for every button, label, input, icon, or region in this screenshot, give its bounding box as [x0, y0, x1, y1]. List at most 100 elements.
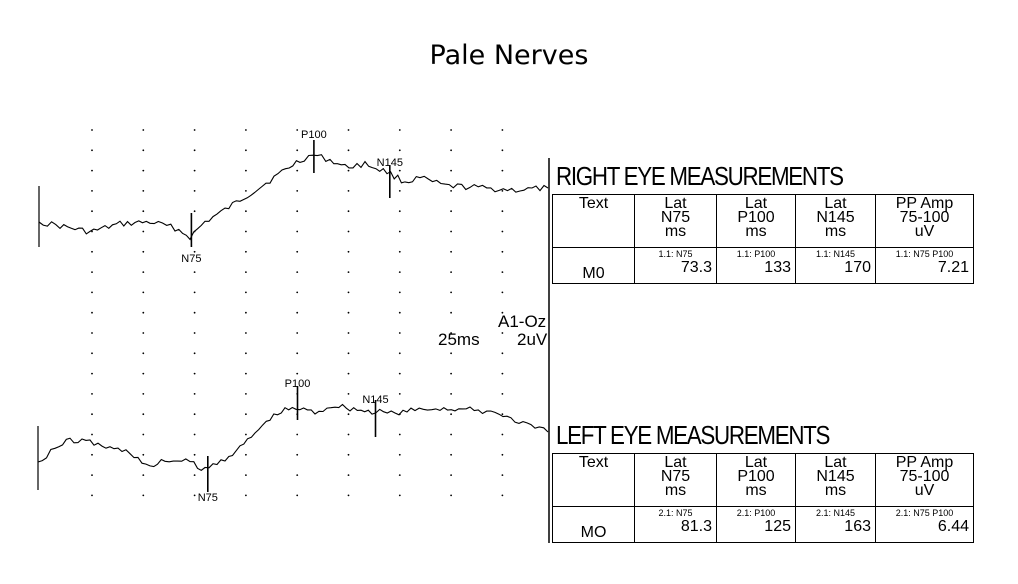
- grid-dot: [501, 393, 504, 395]
- grid-dot: [501, 169, 504, 172]
- grid-dot: [142, 352, 145, 355]
- grid-dot: [398, 393, 401, 395]
- header-line: ms: [664, 223, 687, 240]
- row-label: M0: [552, 247, 635, 284]
- grid-dot: [91, 494, 93, 497]
- grid-dot: [91, 332, 93, 334]
- cell-value: 81.3: [680, 518, 712, 535]
- grid-dot: [398, 230, 401, 233]
- grid-dot: [398, 190, 401, 192]
- grid-dot: [142, 494, 145, 497]
- grid-dot: [501, 210, 504, 213]
- grid-dot: [398, 433, 401, 436]
- grid-dot: [296, 250, 299, 253]
- grid-dot: [296, 453, 299, 456]
- grid-dot: [91, 169, 93, 172]
- grid-dot: [245, 433, 247, 436]
- grid-dot: [142, 250, 145, 253]
- header-line: Lat: [664, 454, 687, 471]
- dotted-grid: [91, 129, 504, 497]
- header-line: Lat: [664, 195, 687, 212]
- header-line: 75-100: [899, 468, 950, 485]
- grid-dot: [450, 230, 452, 233]
- grid-dot: [450, 453, 452, 456]
- grid-dot: [347, 230, 350, 233]
- cell-sub-label: 1.1: N75 P100: [895, 249, 954, 259]
- grid-dot: [245, 474, 247, 476]
- grid-dot: [347, 433, 350, 436]
- grid-dot: [501, 494, 504, 497]
- peak-label-p100: P100: [285, 378, 311, 390]
- cell-value: 125: [764, 518, 791, 535]
- grid-dot: [450, 311, 452, 314]
- grid-dot: [296, 433, 299, 436]
- grid-dot: [450, 210, 452, 213]
- grid-dot: [450, 332, 452, 334]
- grid-dot: [296, 474, 299, 476]
- header-line: N145: [816, 209, 855, 226]
- cell-value: 133: [764, 259, 791, 276]
- cell-sub-label: 1.1: P100: [736, 249, 776, 259]
- grid-dot: [193, 433, 196, 436]
- cell-sub-label: 2.1: N75: [658, 508, 693, 518]
- grid-dot: [398, 149, 401, 152]
- grid-dot: [450, 474, 452, 476]
- grid-dot: [347, 453, 350, 456]
- grid-dot: [91, 433, 93, 436]
- grid-dot: [501, 271, 504, 273]
- header-line: ms: [664, 482, 687, 499]
- grid-dot: [142, 332, 145, 334]
- peak-label-n145: N145: [362, 394, 388, 406]
- grid-dot: [501, 149, 504, 152]
- grid-dot: [501, 190, 504, 192]
- grid-dot: [501, 311, 504, 314]
- header-line: ms: [745, 223, 767, 240]
- grid-dot: [193, 393, 196, 395]
- grid-dot: [398, 291, 401, 294]
- grid-dot: [91, 190, 93, 192]
- grid-dot: [450, 393, 452, 395]
- grid-dot: [91, 453, 93, 456]
- grid-dot: [450, 169, 452, 172]
- text-header: Text: [552, 453, 635, 507]
- grid-dot: [450, 149, 452, 152]
- grid-dot: [245, 190, 247, 192]
- peak-label-n75: N75: [198, 492, 218, 504]
- grid-dot: [245, 250, 247, 253]
- header-line: Lat: [744, 454, 768, 471]
- grid-dot: [245, 311, 247, 314]
- header-line: ms: [824, 482, 847, 499]
- grid-dot: [398, 332, 401, 334]
- grid-dot: [347, 332, 350, 334]
- grid-dot: [347, 372, 350, 375]
- grid-dot: [450, 129, 452, 131]
- grid-dot: [398, 474, 401, 476]
- grid-dot: [142, 190, 145, 192]
- grid-dot: [296, 129, 299, 131]
- grid-dot: [142, 433, 145, 436]
- grid-dot: [398, 169, 401, 172]
- grid-dot: [296, 352, 299, 355]
- header-line: PP Amp: [895, 195, 954, 212]
- grid-dot: [296, 210, 299, 213]
- grid-dot: [193, 311, 196, 314]
- cell-sub-label: 1.1: N75: [658, 249, 693, 259]
- time-scale-label: 25ms: [438, 330, 480, 349]
- grid-dot: [142, 169, 145, 172]
- grid-dot: [398, 494, 401, 497]
- grid-dot: [245, 453, 247, 456]
- grid-dot: [91, 311, 93, 314]
- grid-dot: [450, 433, 452, 436]
